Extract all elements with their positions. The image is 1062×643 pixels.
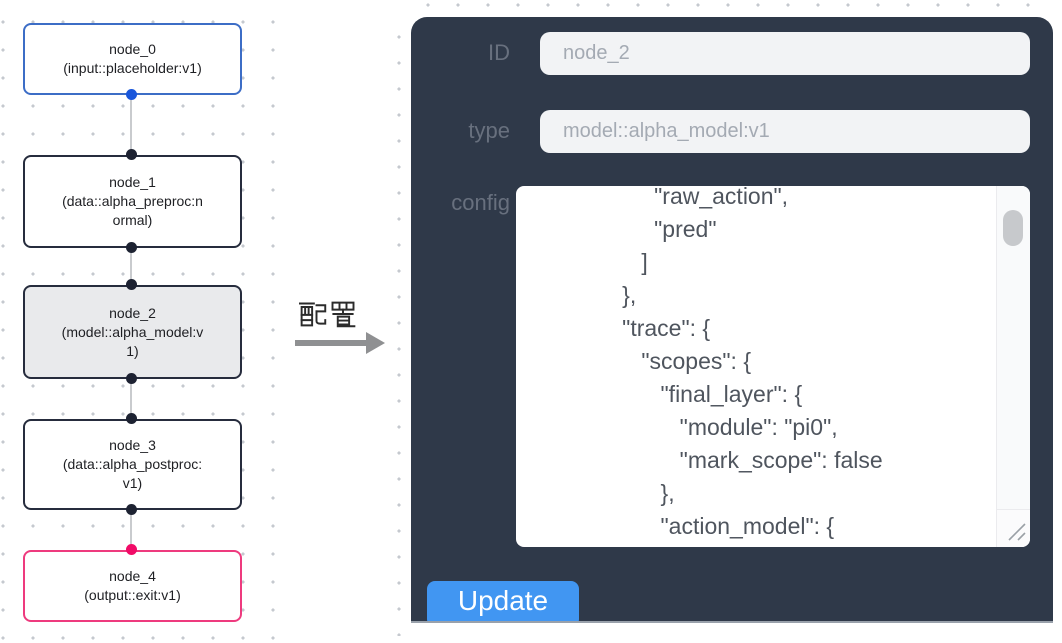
port-output[interactable] — [126, 373, 137, 384]
canvas-dots-left — [395, 24, 403, 636]
node-node_2-selected[interactable]: node_2 (model::alpha_model:v1) — [23, 285, 242, 379]
node-type-label: (input::placeholder:v1) — [63, 60, 202, 76]
node-node_3[interactable]: node_3 (data::alpha_postproc:v1) — [23, 419, 242, 510]
arrow-right-icon — [295, 332, 385, 354]
glyph-zhi — [331, 301, 356, 328]
configure-label-text: 配置 — [294, 300, 295, 301]
configure-label-glyphs — [299, 300, 390, 328]
resize-handle[interactable] — [996, 509, 1030, 547]
config-textarea[interactable]: "raw_action", "pred" ] }, "trace": { "sc… — [516, 186, 1030, 547]
port-input[interactable] — [126, 279, 137, 290]
scrollbar-track[interactable] — [996, 186, 1030, 509]
configure-annotation: 配置 — [294, 300, 390, 358]
glyph-pei — [299, 302, 327, 327]
port-input[interactable] — [126, 413, 137, 424]
node-type-label: (model::alpha_model:v1) — [61, 323, 204, 359]
node-node_1[interactable]: node_1 (data::alpha_preproc:normal) — [23, 155, 242, 248]
node-type-label: (data::alpha_preproc:normal) — [62, 193, 203, 228]
config-field-label: config — [451, 190, 510, 215]
scrollbar-thumb[interactable] — [1003, 210, 1023, 246]
resize-grip-icon — [1008, 523, 1026, 541]
edge-line — [130, 379, 132, 419]
id-field-label: ID — [488, 40, 510, 65]
canvas-dots-top — [413, 1, 1053, 9]
node-node_4[interactable]: node_4 (output::exit:v1) — [23, 550, 242, 622]
node-type-label: (output::exit:v1) — [84, 587, 181, 603]
node-title: node_3 — [109, 437, 156, 453]
update-button[interactable]: Update — [427, 581, 579, 621]
port-output-blue[interactable] — [126, 89, 137, 100]
node-config-panel: ID type config "raw_action", "pred" ] },… — [411, 17, 1053, 623]
edge-line — [130, 95, 132, 155]
node-title: node_2 — [109, 304, 156, 321]
edge-line — [130, 510, 132, 550]
port-output[interactable] — [126, 504, 137, 515]
port-input[interactable] — [126, 149, 137, 160]
edge-line — [130, 248, 132, 285]
config-json-text: "raw_action", "pred" ] }, "trace": { "sc… — [622, 186, 883, 539]
port-input-pink[interactable] — [126, 544, 137, 555]
node-title: node_0 — [109, 41, 156, 57]
type-field-label: type — [468, 118, 510, 143]
node-node_0[interactable]: node_0 (input::placeholder:v1) — [23, 23, 242, 95]
port-output[interactable] — [126, 242, 137, 253]
node-title: node_4 — [109, 568, 156, 584]
type-input[interactable] — [540, 110, 1030, 153]
node-title: node_1 — [109, 174, 156, 190]
node-type-label: (data::alpha_postproc:v1) — [62, 456, 203, 491]
id-input[interactable] — [540, 32, 1030, 75]
node-graph-canvas: node_0 (input::placeholder:v1) node_1 (d… — [0, 0, 278, 643]
